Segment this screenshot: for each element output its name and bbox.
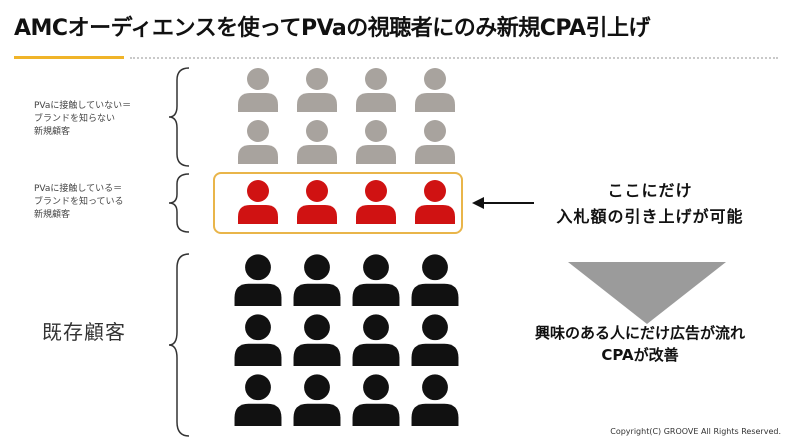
- person-icon: [228, 178, 287, 230]
- arrow-left-icon: [472, 197, 534, 209]
- person-icon: [405, 312, 464, 372]
- group-label-line: ブランドを知らない: [34, 114, 116, 124]
- title-dotted-rule: [130, 57, 778, 59]
- person-icon: [287, 372, 346, 432]
- person-icon: [287, 178, 346, 230]
- people-grid-existing: [228, 252, 464, 432]
- title-accent-rule: [14, 56, 124, 59]
- person-icon: [346, 66, 405, 118]
- person-icon: [228, 118, 287, 170]
- group-label-line: 新規顧客: [34, 127, 71, 137]
- highlight-box: [213, 172, 463, 234]
- page-title: AMCオーディエンスを使ってPVaの視聴者にのみ新規CPA引上げ: [14, 16, 651, 41]
- callout-result-line2: CPAが改善: [601, 346, 679, 364]
- person-icon: [405, 252, 464, 312]
- people-grid-contacted: [228, 178, 464, 230]
- group-label-line: ブランドを知っている: [34, 197, 124, 207]
- person-icon: [405, 66, 464, 118]
- group-label-contacted: PVaに接触している＝ ブランドを知っている 新規顧客: [34, 183, 124, 222]
- person-icon: [228, 312, 287, 372]
- callout-result: 興味のある人にだけ広告が流れ CPAが改善: [505, 322, 775, 366]
- callout-main: ここにだけ 入札額の引き上げが可能: [540, 178, 760, 230]
- person-icon: [228, 252, 287, 312]
- callout-main-line1: ここにだけ: [607, 181, 693, 200]
- person-icon: [228, 372, 287, 432]
- people-row: [228, 118, 464, 170]
- group-label-line: 新規顧客: [34, 210, 71, 220]
- brace-not-contacted: [168, 67, 190, 167]
- group-label-line: PVaに接触していない＝: [34, 101, 132, 111]
- person-icon: [287, 66, 346, 118]
- person-icon: [346, 178, 405, 230]
- brace-existing: [168, 253, 190, 437]
- person-icon: [405, 178, 464, 230]
- group-label-not-contacted: PVaに接触していない＝ ブランドを知らない 新規顧客: [34, 100, 131, 139]
- copyright: Copyright(C) GROOVE All Rights Reserved.: [610, 427, 781, 436]
- people-grid-not-contacted: [228, 66, 464, 170]
- person-icon: [287, 118, 346, 170]
- down-arrow-icon: [568, 262, 726, 324]
- callout-main-line2: 入札額の引き上げが可能: [556, 207, 744, 226]
- people-row: [228, 312, 464, 372]
- people-row: [228, 372, 464, 432]
- person-icon: [346, 372, 405, 432]
- person-icon: [405, 372, 464, 432]
- group-label-line: PVaに接触している＝: [34, 184, 123, 194]
- person-icon: [346, 312, 405, 372]
- group-label-existing: 既存顧客: [42, 320, 126, 344]
- person-icon: [346, 252, 405, 312]
- person-icon: [228, 66, 287, 118]
- people-row: [228, 252, 464, 312]
- brace-contacted: [168, 173, 190, 233]
- people-row: [228, 178, 464, 230]
- person-icon: [287, 312, 346, 372]
- people-row: [228, 66, 464, 118]
- person-icon: [405, 118, 464, 170]
- callout-result-line1: 興味のある人にだけ広告が流れ: [534, 324, 745, 342]
- person-icon: [287, 252, 346, 312]
- person-icon: [346, 118, 405, 170]
